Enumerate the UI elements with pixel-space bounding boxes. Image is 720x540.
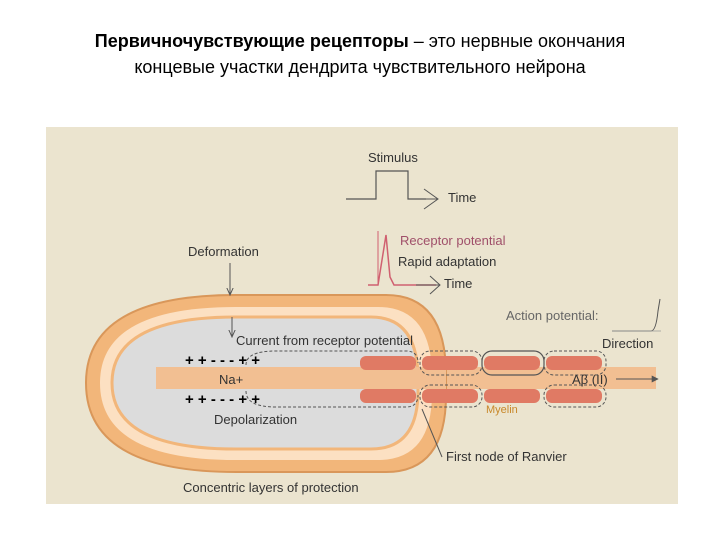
current-loop: [245, 350, 419, 366]
myelin-segment: [422, 389, 478, 403]
slide-title: Первичночувствующие рецепторы – это нерв…: [0, 28, 720, 80]
time-arrow-head-1: [423, 188, 439, 210]
title-line2: концевые участки дендрита чувствительног…: [134, 57, 586, 77]
myelin-label: Myelin: [486, 404, 518, 416]
myelin-segment: [546, 356, 602, 370]
current-loop: [245, 390, 419, 408]
stimulus-label: Stimulus: [368, 150, 418, 165]
axon-terminal: [156, 367, 446, 389]
layers-label: Concentric layers of protection: [183, 480, 359, 495]
node-label: First node of Ranvier: [446, 449, 567, 464]
current-loop: [543, 350, 607, 376]
time-label-2: Time: [444, 276, 472, 291]
myelin-segment: [484, 389, 540, 403]
myelin-segment: [484, 356, 540, 370]
sodium-label: Na+: [219, 372, 243, 387]
time-arrow-head-2: [429, 275, 441, 295]
current-loop: [419, 350, 483, 376]
myelin-segment: [546, 389, 602, 403]
fiber-label: Aβ (II): [572, 372, 608, 387]
receptor-potential-label: Receptor potential: [400, 233, 506, 248]
myelin-segment: [360, 389, 416, 403]
current-label: Current from receptor potential: [236, 333, 413, 348]
deformation-label: Deformation: [188, 244, 259, 259]
myelin-segment: [360, 356, 416, 370]
time-label-1: Time: [448, 190, 476, 205]
node-pointer: [421, 408, 443, 458]
action-potential-label: Action potential:: [506, 308, 599, 323]
charges-bottom: + + - - - + +: [185, 391, 260, 408]
current-loop: [419, 384, 483, 408]
receptor-diagram: Stimulus Time Receptor potential Rapid a…: [46, 127, 678, 504]
rapid-adaptation-label: Rapid adaptation: [398, 254, 496, 269]
depolarization-label: Depolarization: [214, 412, 297, 427]
title-line1-rest: – это нервные окончания: [408, 31, 626, 51]
receptor-potential-curve: [368, 234, 436, 286]
current-loop: [543, 384, 607, 408]
stimulus-waveform: [346, 170, 426, 200]
direction-label: Direction: [602, 336, 653, 351]
title-bold: Первичночувствующие рецепторы: [94, 31, 409, 51]
myelin-segment: [422, 356, 478, 370]
charges-top: + + - - - + +: [185, 352, 260, 369]
